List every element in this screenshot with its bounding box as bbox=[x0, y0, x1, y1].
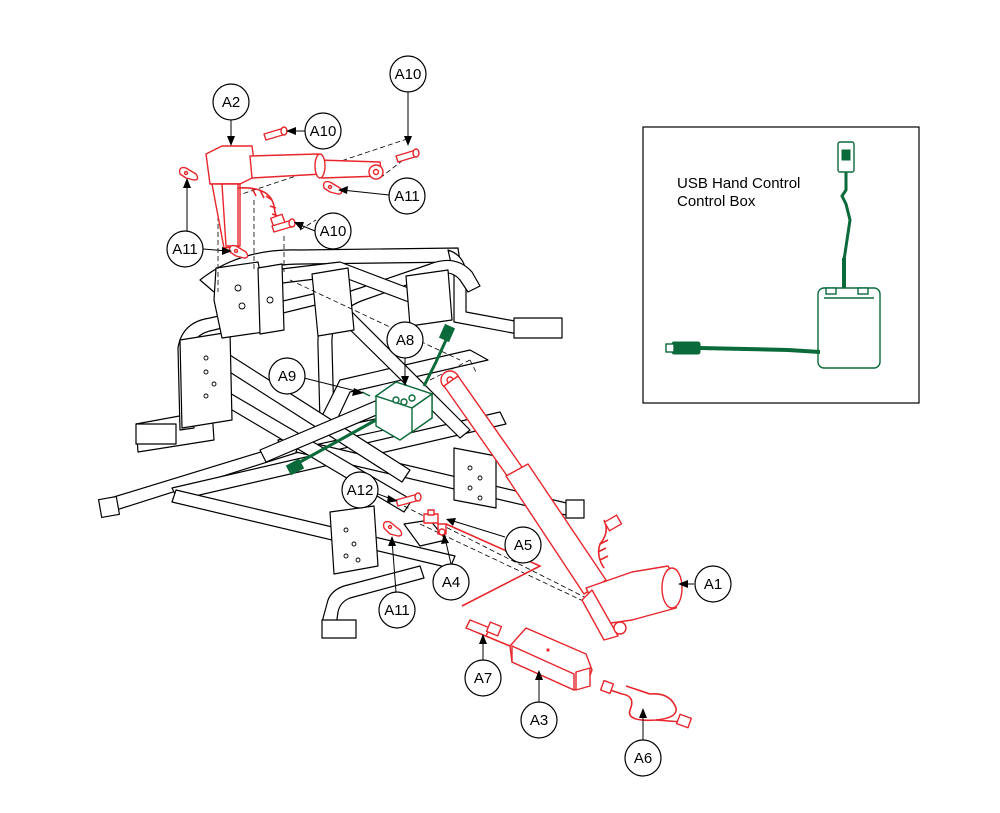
callout-a3-label: A3 bbox=[530, 712, 548, 729]
callout-a10-lower: A10 bbox=[314, 212, 352, 250]
clip-a11-top-left[interactable] bbox=[178, 166, 199, 181]
connector-a4[interactable] bbox=[437, 523, 447, 536]
callout-a11-left-label: A11 bbox=[172, 241, 198, 258]
power-supply-a3[interactable] bbox=[475, 627, 593, 691]
callout-a8-label: A8 bbox=[396, 332, 414, 349]
callout-a11-right: A11 bbox=[388, 177, 426, 215]
callout-a4: A4 bbox=[432, 563, 470, 601]
clip-a11-mid[interactable] bbox=[228, 244, 249, 259]
callout-a10-mid: A10 bbox=[304, 112, 342, 150]
callout-a2: A2 bbox=[212, 83, 250, 121]
callout-a5-label: A5 bbox=[514, 537, 532, 554]
clip-a11-lower[interactable] bbox=[382, 520, 403, 537]
connector-a5[interactable] bbox=[423, 509, 439, 524]
callout-a11-lower-label: A11 bbox=[384, 602, 410, 619]
pin-a12[interactable] bbox=[395, 492, 422, 507]
usb-control-cable[interactable] bbox=[665, 341, 821, 355]
callout-a1: A1 bbox=[694, 565, 732, 603]
callout-a9: A9 bbox=[268, 357, 306, 395]
pin-a10-lower[interactable] bbox=[271, 218, 296, 233]
pin-a10-right[interactable] bbox=[395, 148, 420, 163]
callout-a4-label: A4 bbox=[442, 574, 460, 591]
back-actuator-a2[interactable] bbox=[205, 145, 384, 249]
callout-a10-mid-label: A10 bbox=[310, 123, 337, 140]
lift-mechanism-frame bbox=[97, 247, 585, 639]
callout-a10-top-label: A10 bbox=[395, 66, 422, 83]
usb-hand-control[interactable] bbox=[837, 141, 855, 290]
ac-power-cord-a6[interactable] bbox=[599, 679, 693, 729]
callout-a12-label: A12 bbox=[347, 482, 374, 499]
pin-a10-top[interactable] bbox=[263, 126, 288, 141]
callout-a1-label: A1 bbox=[704, 576, 722, 593]
callout-a7: A7 bbox=[464, 659, 502, 697]
usb-hand-control-inset: USB Hand Control Control Box bbox=[642, 126, 920, 404]
callout-a10-lower-label: A10 bbox=[320, 223, 347, 240]
inset-label-line2: Control Box bbox=[677, 193, 756, 210]
dc-power-cable-a7[interactable] bbox=[445, 523, 542, 637]
callout-a5: A5 bbox=[504, 526, 542, 564]
callout-a12: A12 bbox=[341, 471, 379, 509]
cable-a9[interactable] bbox=[285, 391, 377, 476]
callout-a10-top: A10 bbox=[389, 55, 427, 93]
usb-control-box[interactable] bbox=[817, 287, 881, 369]
callout-a11-right-label: A11 bbox=[394, 188, 420, 205]
callout-a11-left: A11 bbox=[166, 230, 204, 268]
callout-a11-lower: A11 bbox=[378, 591, 416, 629]
clip-a11-right[interactable] bbox=[322, 180, 343, 195]
inset-label-line1: USB Hand Control bbox=[677, 175, 800, 192]
callout-a2-label: A2 bbox=[222, 94, 240, 111]
callout-leaders bbox=[183, 92, 694, 740]
callout-a6: A6 bbox=[624, 739, 662, 777]
control-box-a8[interactable] bbox=[374, 323, 456, 441]
lift-actuator-a1[interactable] bbox=[440, 370, 683, 641]
callout-a6-label: A6 bbox=[634, 750, 652, 767]
callout-a3: A3 bbox=[520, 701, 558, 739]
callout-a9-label: A9 bbox=[278, 368, 296, 385]
callout-a8: A8 bbox=[386, 321, 424, 359]
callout-a7-label: A7 bbox=[474, 670, 492, 687]
